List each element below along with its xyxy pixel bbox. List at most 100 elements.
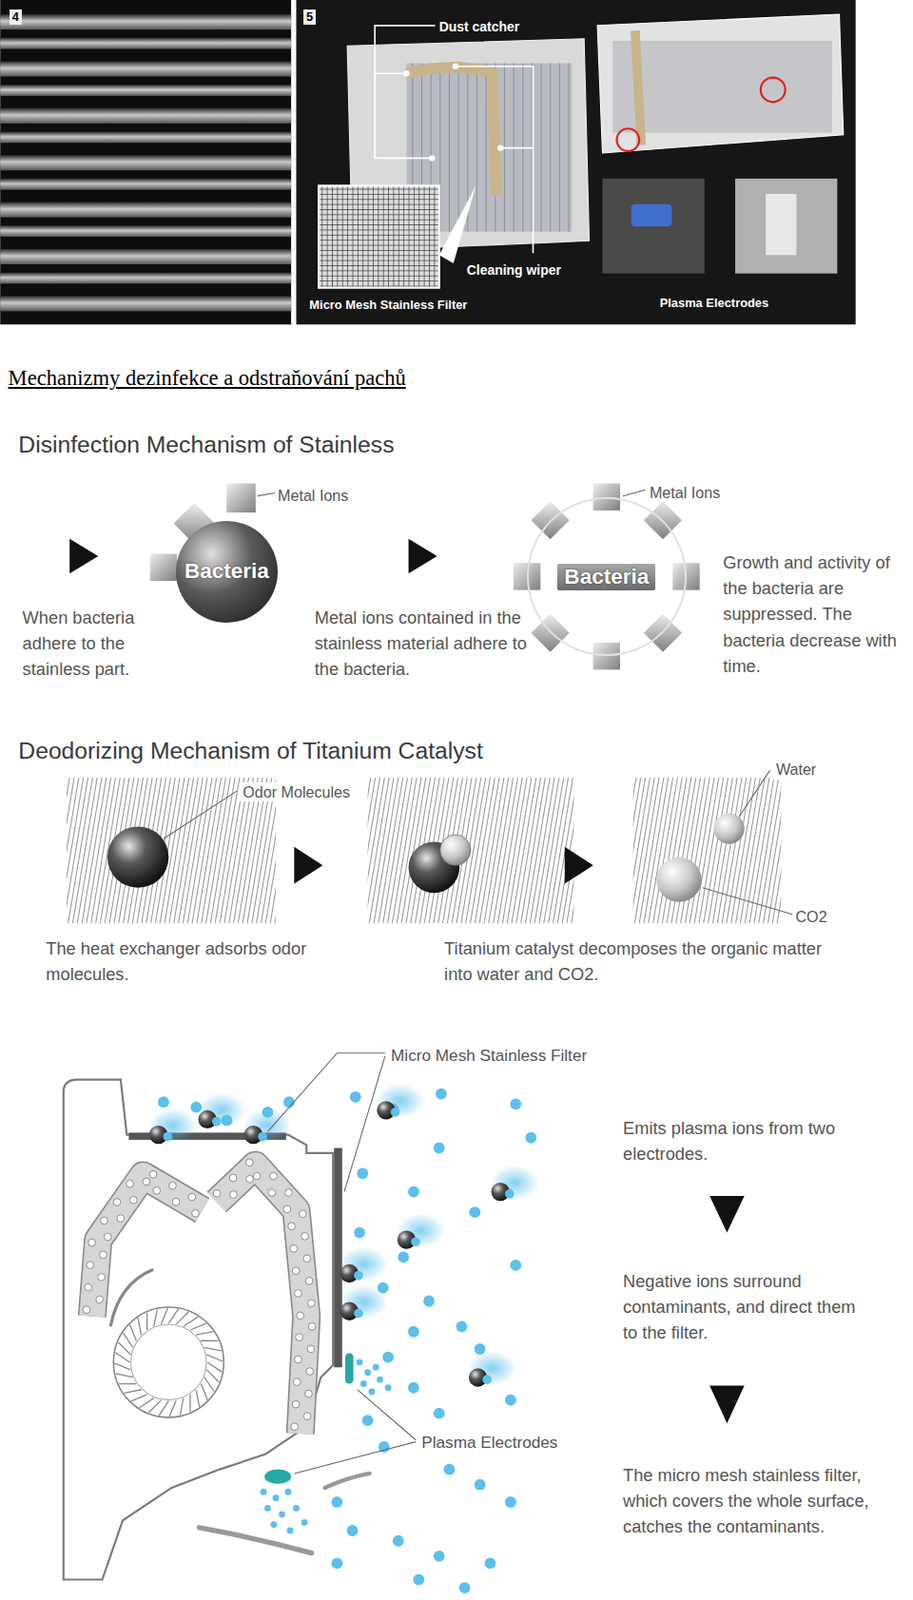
tube-hole: [270, 1172, 278, 1181]
fin-band: [0, 249, 292, 265]
fin: [369, 777, 394, 924]
step-arrow: [69, 539, 98, 574]
highlight-circle: [617, 128, 641, 152]
dust-catcher-band: [406, 67, 496, 196]
plasma-ion: [482, 1375, 492, 1385]
fin: [388, 777, 413, 924]
highlight-circle: [760, 77, 786, 103]
part-label: Odor Molecules: [239, 782, 353, 803]
plasma-ion: [372, 1364, 380, 1372]
tube-hole: [172, 1198, 180, 1206]
plasma-ion: [301, 1519, 309, 1527]
plasma-ion: [362, 1415, 374, 1427]
tube-hole: [308, 1300, 316, 1308]
heat-exchanger: [92, 1175, 203, 1317]
leader-dot: [428, 155, 435, 161]
leader-dot: [452, 63, 459, 70]
photo-ground: [295, 0, 855, 325]
tube-hole: [192, 1209, 200, 1218]
part-label: Metal Ions: [277, 484, 349, 507]
leader-line: [163, 791, 237, 839]
fin: [205, 777, 231, 924]
tube-hole: [252, 1172, 261, 1181]
fin: [182, 777, 208, 924]
tube-hole: [291, 1423, 299, 1432]
plasma-ion: [474, 1479, 486, 1492]
fin: [749, 777, 775, 924]
tube-hole: [292, 1379, 301, 1387]
tube-hole: [298, 1210, 307, 1219]
plasma-ion: [385, 1384, 392, 1392]
fin: [497, 777, 523, 924]
plasma-ion: [390, 1107, 401, 1118]
leader-dot: [403, 70, 409, 77]
unit-housing: [63, 1080, 333, 1581]
plasma-ion: [376, 1377, 384, 1384]
electrode-part: [765, 194, 797, 255]
tube-hole: [245, 1159, 253, 1167]
tube-hole: [305, 1277, 313, 1285]
fin-band: [0, 84, 292, 97]
fin: [633, 777, 646, 924]
panel-number: 5: [303, 9, 316, 26]
tube-hole: [306, 1368, 314, 1377]
step-arrow: [709, 1196, 744, 1234]
fan-blade: [129, 1324, 136, 1341]
fin: [484, 777, 509, 924]
fan-blade: [123, 1333, 134, 1348]
leader-line: [738, 770, 770, 816]
plasma-ion: [283, 1096, 295, 1108]
tube-hole: [153, 1186, 161, 1195]
section-heading: Deodorizing Mechanism of Titanium Cataly…: [18, 733, 483, 769]
plasma-ion: [162, 1132, 173, 1143]
plasma-ion: [468, 1206, 481, 1219]
fin-band: [0, 155, 292, 171]
part-label: Micro Mesh Stainless Filter: [388, 1045, 590, 1067]
plasma-ion: [157, 1096, 170, 1108]
fin: [506, 777, 532, 924]
plasma-ion: [364, 1369, 371, 1377]
node-text: Bacteria: [184, 559, 270, 584]
inset-pointer: [439, 185, 477, 264]
fin: [516, 777, 542, 924]
plasma-ion: [505, 1189, 515, 1200]
plasma-ion: [347, 1525, 359, 1537]
tube-hole: [96, 1296, 104, 1304]
fin: [684, 777, 710, 924]
tube-hole: [113, 1199, 121, 1207]
tube-hole: [103, 1233, 112, 1242]
heat-exchanger: [92, 1175, 203, 1317]
tube-hole: [285, 1189, 293, 1198]
plasma-ion: [433, 1143, 446, 1155]
fin: [643, 777, 669, 924]
fin: [378, 777, 404, 924]
tube-hole: [82, 1306, 91, 1315]
fin: [712, 777, 738, 924]
tube-hole: [149, 1170, 157, 1179]
fin: [169, 777, 195, 924]
step-arrow: [709, 1386, 744, 1425]
unit-open: [597, 14, 844, 154]
section-heading: Disinfection Mechanism of Stainless: [18, 427, 394, 463]
tube-hole: [84, 1283, 93, 1292]
fin: [210, 777, 235, 924]
fan-blade: [131, 1395, 148, 1402]
fin: [524, 777, 550, 924]
fin: [772, 777, 781, 924]
fin: [373, 777, 399, 924]
plasma-ion: [212, 1117, 222, 1127]
heat-exchanger-fins: [368, 777, 575, 924]
plasma-ion: [264, 1505, 272, 1513]
step-arrow: [293, 847, 323, 885]
plasma-ion: [433, 1551, 446, 1563]
tube-hole: [100, 1217, 109, 1225]
plasma-ion: [360, 1380, 368, 1388]
plasma-ion: [292, 1505, 300, 1513]
plasma-ion: [407, 1382, 420, 1395]
plasma-ion: [270, 1521, 277, 1529]
fin: [529, 777, 555, 924]
fin: [634, 777, 660, 924]
tube-hole: [229, 1174, 237, 1183]
part-label: Plasma Electrodes: [660, 293, 770, 312]
bacteria-circle: Bacteria: [175, 521, 278, 623]
